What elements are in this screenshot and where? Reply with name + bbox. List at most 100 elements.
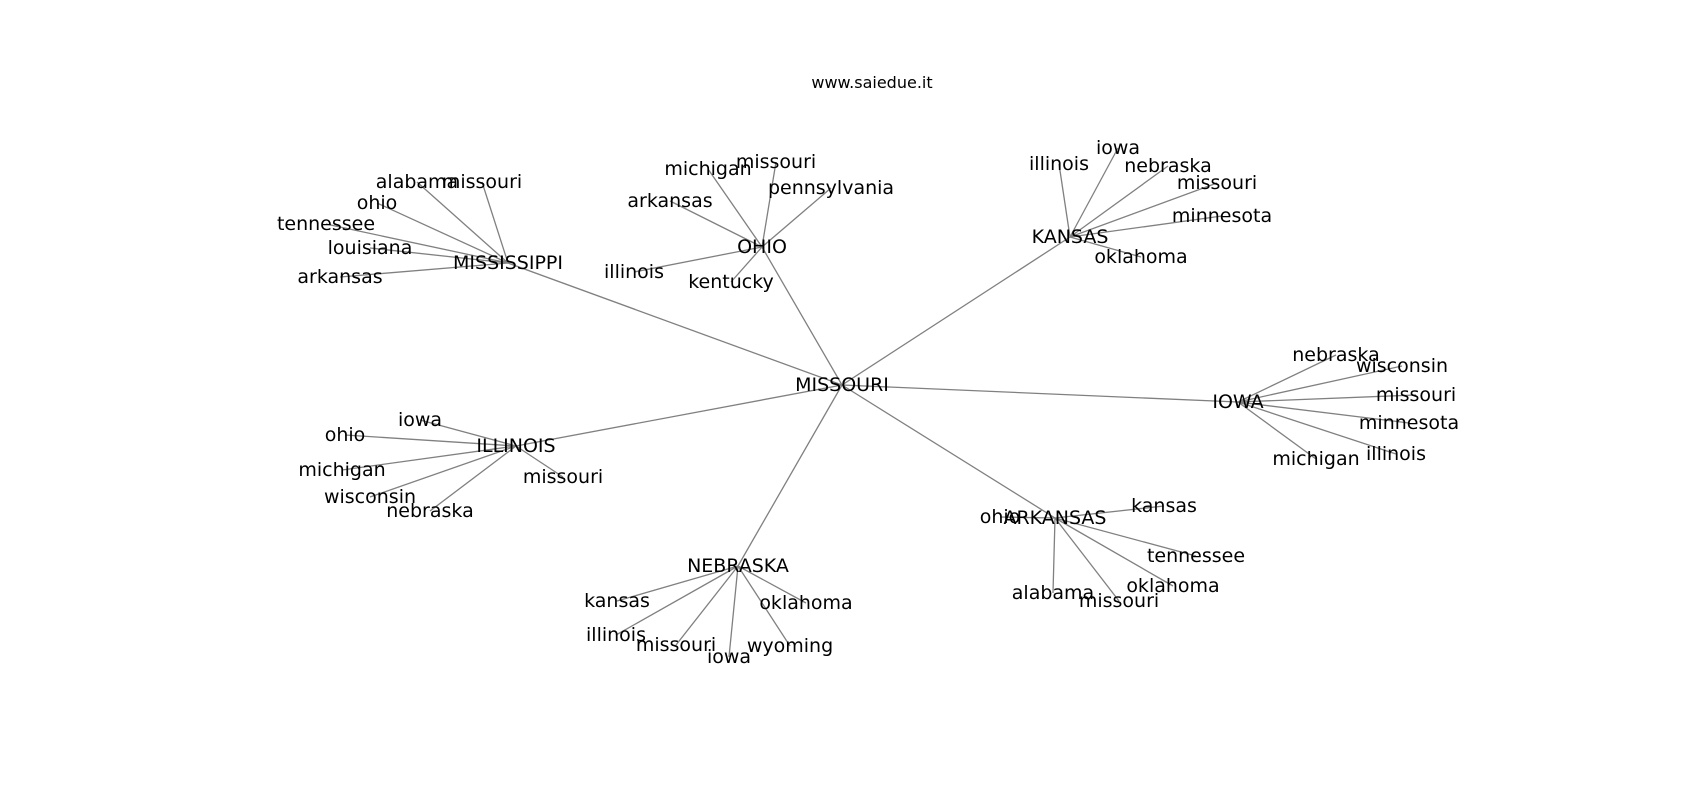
node-leaf-mississippi-alabama: alabama: [376, 171, 458, 193]
edge-iowa-michigan: [1237, 401, 1317, 460]
node-root-missouri: MISSOURI: [795, 374, 889, 396]
node-hub-illinois: ILLINOIS: [476, 435, 555, 457]
edge-kansas-missouri: [1069, 182, 1218, 238]
node-leaf-kansas-illinois: illinois: [1029, 153, 1089, 175]
edge-ohio-kentucky: [730, 246, 763, 283]
edge-illinois-wisconsin: [369, 445, 517, 498]
edge-iowa-illinois: [1237, 401, 1397, 455]
node-hub-nebraska: NEBRASKA: [687, 555, 789, 577]
edge-arkansas-kansas: [1054, 505, 1165, 519]
edge-mississippi-tennessee: [325, 223, 509, 264]
edge-ohio-arkansas: [669, 200, 763, 248]
edge-illinois-iowa: [419, 419, 517, 447]
node-leaf-iowa-wisconsin: wisconsin: [1356, 355, 1448, 377]
node-hub-mississippi: MISSISSIPPI: [453, 252, 563, 274]
node-leaf-illinois-iowa: iowa: [398, 409, 442, 431]
node-leaf-mississippi-missouri: missouri: [442, 171, 522, 193]
edge-missouri-ohio: [761, 246, 843, 386]
node-leaf-arkansas-missouri: missouri: [1079, 590, 1159, 612]
node-leaf-ohio-missouri: missouri: [736, 151, 816, 173]
node-leaf-illinois-wisconsin: wisconsin: [324, 486, 416, 508]
edge-mississippi-missouri: [481, 181, 509, 264]
node-leaf-arkansas-ohio: ohio: [980, 506, 1021, 528]
edge-missouri-nebraska: [737, 384, 843, 567]
edge-kansas-illinois: [1058, 163, 1071, 238]
edge-ohio-pennsylvania: [761, 187, 832, 248]
edge-arkansas-tennessee: [1054, 517, 1197, 557]
edges: [325, 147, 1417, 658]
edge-kansas-minnesota: [1069, 215, 1223, 238]
node-leaf-ohio-illinois: illinois: [604, 261, 664, 283]
node-leaf-nebraska-wyoming: wyoming: [747, 635, 833, 657]
edge-illinois-nebraska: [429, 445, 517, 512]
edge-kansas-iowa: [1069, 147, 1119, 238]
edge-missouri-kansas: [841, 236, 1071, 386]
node-leaf-ohio-pennsylvania: pennsylvania: [768, 177, 894, 199]
edge-ohio-missouri: [761, 161, 777, 248]
node-leaf-iowa-missouri: missouri: [1376, 384, 1456, 406]
edge-missouri-arkansas: [841, 384, 1056, 519]
edge-mississippi-alabama: [416, 181, 509, 264]
edge-kansas-oklahoma: [1069, 236, 1142, 258]
node-leaf-mississippi-arkansas: arkansas: [297, 266, 382, 288]
node-leaf-kansas-minnesota: minnesota: [1172, 205, 1272, 227]
node-hub-ohio: OHIO: [737, 236, 787, 258]
node-leaf-arkansas-oklahoma: oklahoma: [1126, 575, 1219, 597]
node-leaf-illinois-missouri: missouri: [523, 466, 603, 488]
edge-iowa-missouri: [1237, 394, 1417, 403]
node-leaf-nebraska-kansas: kansas: [584, 590, 650, 612]
node-leaf-arkansas-tennessee: tennessee: [1147, 545, 1245, 567]
node-hub-arkansas: ARKANSAS: [1003, 507, 1106, 529]
edge-mississippi-arkansas: [339, 262, 509, 278]
node-leaf-kansas-nebraska: nebraska: [1124, 155, 1211, 177]
edge-nebraska-missouri: [675, 565, 739, 646]
node-labels: MISSOURIMISSISSIPPIalabamamissouriohiote…: [277, 137, 1459, 668]
node-leaf-mississippi-ohio: ohio: [357, 192, 398, 214]
edge-arkansas-ohio: [999, 516, 1056, 519]
edge-iowa-wisconsin: [1237, 365, 1403, 403]
node-leaf-nebraska-missouri: missouri: [636, 634, 716, 656]
node-leaf-ohio-arkansas: arkansas: [627, 190, 712, 212]
node-leaf-ohio-michigan: michigan: [664, 158, 751, 180]
edge-arkansas-alabama: [1052, 517, 1056, 594]
node-leaf-mississippi-louisiana: louisiana: [328, 237, 413, 259]
node-leaf-iowa-nebraska: nebraska: [1292, 344, 1379, 366]
edge-missouri-mississippi: [507, 262, 843, 386]
node-leaf-iowa-minnesota: minnesota: [1359, 412, 1459, 434]
edge-kansas-nebraska: [1069, 165, 1169, 238]
edge-nebraska-illinois: [615, 565, 739, 636]
node-leaf-mississippi-tennessee: tennessee: [277, 213, 375, 235]
node-leaf-arkansas-alabama: alabama: [1012, 582, 1094, 604]
edge-missouri-illinois: [515, 384, 843, 447]
node-leaf-illinois-nebraska: nebraska: [386, 500, 473, 522]
node-leaf-nebraska-iowa: iowa: [707, 646, 751, 668]
edge-nebraska-oklahoma: [737, 565, 807, 604]
edge-illinois-michigan: [341, 445, 517, 471]
node-leaf-illinois-michigan: michigan: [298, 459, 385, 481]
edge-illinois-missouri: [515, 445, 564, 478]
node-leaf-kansas-missouri: missouri: [1177, 172, 1257, 194]
node-leaf-iowa-michigan: michigan: [1272, 448, 1359, 470]
edge-missouri-iowa: [841, 384, 1239, 403]
edge-nebraska-wyoming: [737, 565, 791, 647]
node-leaf-ohio-kentucky: kentucky: [688, 271, 774, 293]
edge-nebraska-kansas: [616, 565, 739, 602]
node-hub-iowa: IOWA: [1212, 391, 1263, 413]
node-leaf-nebraska-illinois: illinois: [586, 624, 646, 646]
node-leaf-kansas-iowa: iowa: [1096, 137, 1140, 159]
edge-arkansas-missouri: [1054, 517, 1120, 602]
edge-illinois-ohio: [344, 434, 517, 447]
node-leaf-illinois-ohio: ohio: [325, 424, 366, 446]
edge-iowa-nebraska: [1237, 354, 1337, 403]
edge-arkansas-oklahoma: [1054, 517, 1174, 587]
edge-mississippi-louisiana: [369, 247, 509, 264]
edge-ohio-michigan: [707, 168, 763, 248]
node-hub-kansas: KANSAS: [1032, 226, 1109, 248]
edge-mississippi-ohio: [376, 202, 509, 264]
node-leaf-arkansas-kansas: kansas: [1131, 495, 1197, 517]
edge-nebraska-iowa: [728, 565, 739, 658]
edge-ohio-illinois: [633, 246, 763, 273]
edge-iowa-minnesota: [1237, 401, 1410, 424]
graph-title: www.saiedue.it: [811, 73, 932, 92]
